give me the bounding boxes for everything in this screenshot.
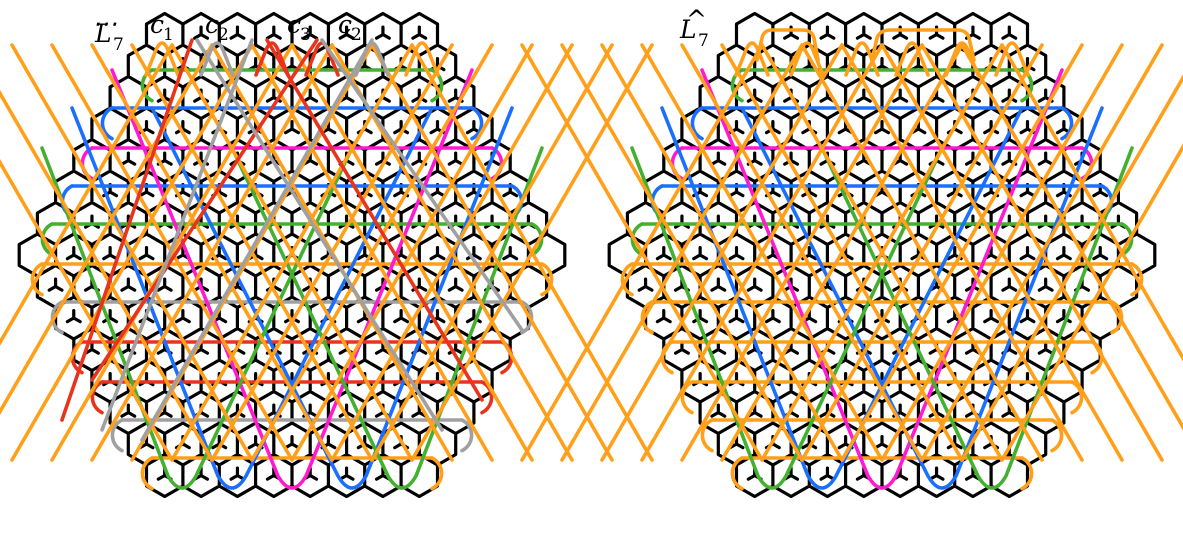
right-title-base: L [679,15,697,44]
left-panel-diagram: ⋯ L 7 c 1 c 2 c 3 c 2 [0,9,652,497]
curve-label-c2-sub: 2 [218,25,229,45]
curve-label-c1-sub: 1 [163,25,174,45]
left-title-base: L [94,19,112,48]
curve-label-c2-base: c [205,10,219,39]
curve-label-c1-base: c [150,10,164,39]
curve-label-c3-sub: 3 [300,25,311,45]
left-c-strand-4 [267,40,482,400]
curve-label-c3-base: c [287,10,301,39]
right-panel-diagram: ^ L 7 [522,5,1183,497]
left-title-subscript: 7 [113,35,124,55]
curve-label-c2b-base: c [338,10,352,39]
right-title-subscript: 7 [698,31,709,51]
left-curve-system [0,40,652,489]
curve-label-c2b-sub: 2 [351,25,362,45]
left-panel-title: ⋯ L 7 [92,9,124,55]
